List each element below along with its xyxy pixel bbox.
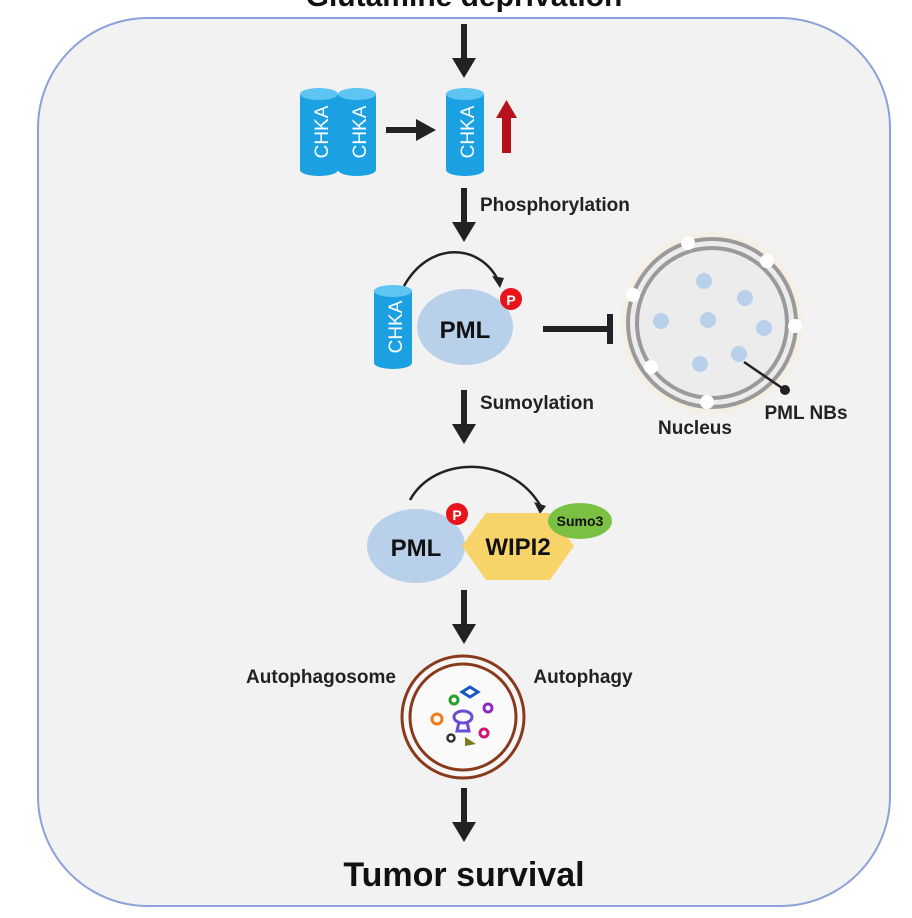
- nucleus-label: Nucleus: [658, 418, 732, 439]
- phosphorylation-label: Phosphorylation: [480, 195, 630, 216]
- sumoylation-label: Sumoylation: [480, 393, 594, 414]
- pml-nbs-label: PML NBs: [764, 403, 847, 424]
- increase-arrow-icon: [496, 100, 517, 153]
- phospho-label: P: [506, 292, 515, 308]
- arrow-down-icon: [452, 788, 476, 842]
- pml-label: PML: [440, 317, 491, 344]
- arrow-down-icon: [452, 188, 476, 242]
- arrow-down-icon: [452, 590, 476, 644]
- autophagy-label: Autophagy: [533, 667, 633, 688]
- wipi2-hexagon: [462, 513, 574, 580]
- phospho-badge: [500, 288, 522, 310]
- pml-wipi2-complex: PML WIPI2 Sumo3 P: [367, 465, 612, 583]
- title-text: Glutamine deprivation: [306, 0, 623, 13]
- chka-dimer: CHKA CHKA: [300, 88, 376, 176]
- nucleus-diagram: Nucleus PML NBs: [617, 228, 848, 439]
- arrow-down-icon: [452, 390, 476, 444]
- arrow-down-icon: [452, 24, 476, 78]
- inhibition-arrow-icon: [543, 314, 613, 344]
- chka-monomer: CHKA: [446, 88, 484, 176]
- sumo3-badge: [548, 503, 612, 539]
- autophagosome-label: Autophagosome: [246, 667, 396, 688]
- sumo3-label: Sumo3: [557, 513, 604, 529]
- outcome-text: Tumor survival: [343, 856, 584, 894]
- arrow-right-icon: [386, 119, 436, 141]
- pml-label: PML: [391, 535, 442, 562]
- chka-pml-complex: PML CHKA P: [374, 251, 522, 369]
- chka-label: CHKA: [458, 105, 479, 158]
- chka-label: CHKA: [312, 105, 333, 158]
- wipi2-label: WIPI2: [485, 534, 550, 561]
- phospho-badge: [446, 503, 468, 525]
- chka-label: CHKA: [350, 105, 371, 158]
- chka-label: CHKA: [386, 300, 407, 353]
- autophagosome-icon: Autophagosome Autophagy: [246, 654, 633, 780]
- phospho-label: P: [452, 507, 461, 523]
